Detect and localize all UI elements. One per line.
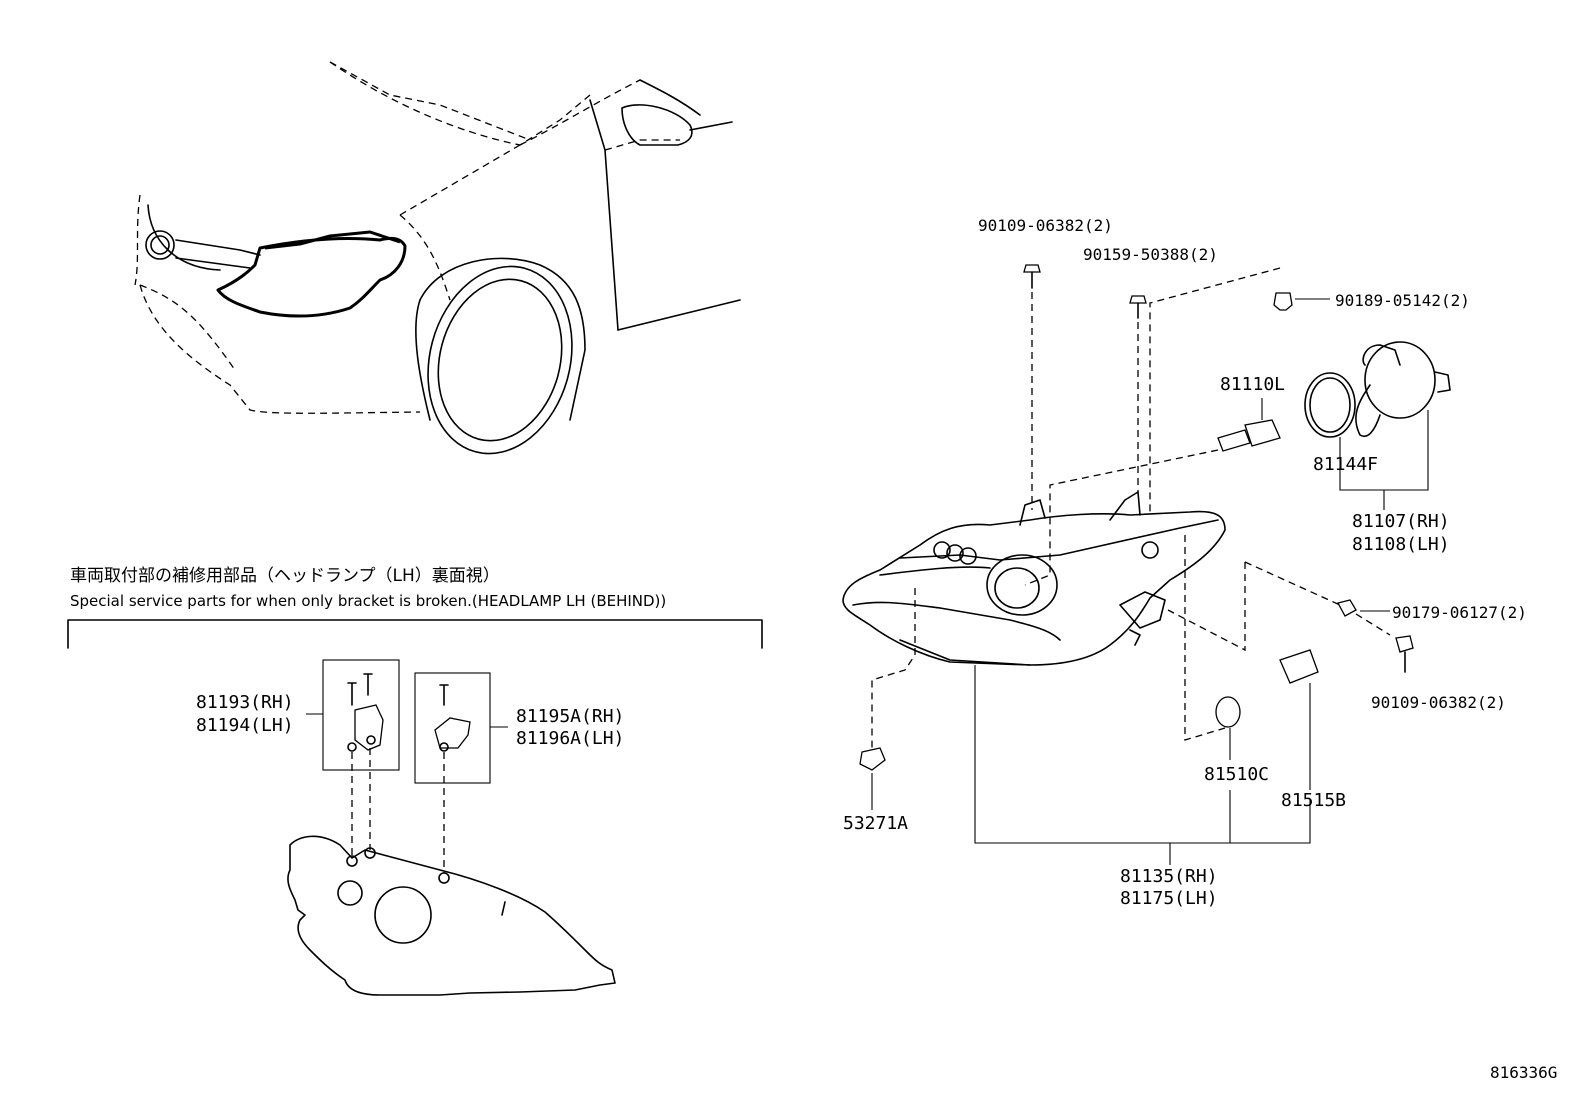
- bracket-section: [67, 619, 763, 996]
- label-53271a: 53271A: [843, 813, 909, 834]
- english-note: Special service parts for when only brac…: [70, 592, 667, 610]
- label-81144f: 81144F: [1313, 454, 1379, 475]
- label-90109-bottom: 90109-06382(2): [1371, 693, 1506, 712]
- label-90189: 90189-05142(2): [1335, 291, 1470, 310]
- exploded-parts: [859, 264, 1451, 865]
- label-81107: 81107(RH): [1352, 511, 1450, 532]
- label-81175: 81175(LH): [1120, 888, 1218, 909]
- label-81515b: 81515B: [1281, 790, 1347, 811]
- label-81194: 81194(LH): [196, 715, 294, 736]
- label-81195a: 81195A(RH): [516, 706, 625, 727]
- label-81135: 81135(RH): [1120, 866, 1218, 887]
- label-90109-top: 90109-06382(2): [978, 216, 1113, 235]
- headlamp-assembly: [842, 491, 1226, 666]
- vehicle-front-illustration: [134, 61, 741, 455]
- label-81108: 81108(LH): [1352, 534, 1450, 555]
- label-81196a: 81196A(LH): [516, 728, 625, 749]
- label-81510c: 81510C: [1204, 764, 1270, 785]
- label-90159: 90159-50388(2): [1083, 245, 1218, 264]
- japanese-note: 車両取付部の補修用部品（ヘッドランプ（LH）裏面視）: [70, 566, 500, 586]
- label-90179: 90179-06127(2): [1392, 603, 1527, 622]
- label-81193: 81193(RH): [196, 692, 294, 713]
- label-81110l: 81110L: [1220, 374, 1286, 395]
- figure-id: 816336G: [1490, 1063, 1558, 1082]
